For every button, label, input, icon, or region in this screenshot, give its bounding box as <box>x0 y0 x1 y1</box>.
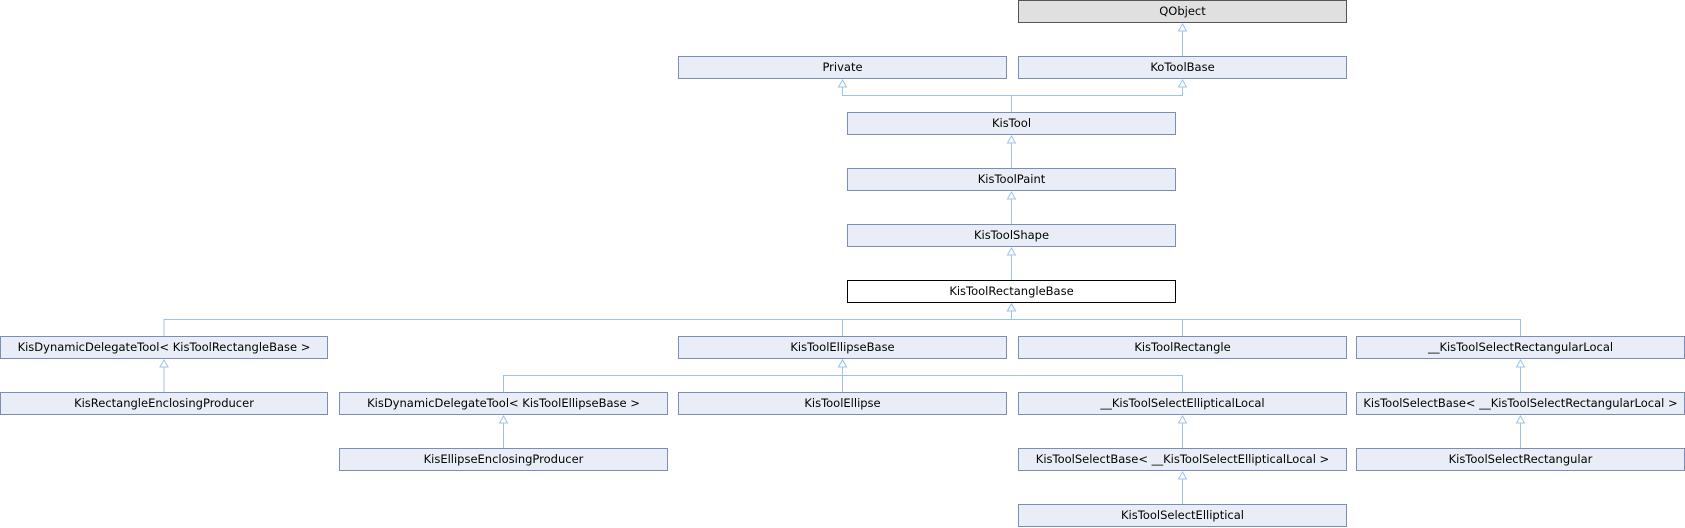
node-kistoolellipsebase[interactable]: KisToolEllipseBase <box>678 336 1007 359</box>
arrowhead-kistoolrectanglebase-to-kistoolshape <box>1006 246 1017 256</box>
edge-kistoolrectangle-to-kistoolrectanglebase <box>1011 310 1183 336</box>
arrowhead-kistoolselectbase-rect-to-kistoolselectrectangularlocal <box>1515 358 1526 368</box>
arrowhead-kisellipseenclosingproducer-to-kisdynamicdelegatetool-ellipse <box>498 414 509 424</box>
arrowhead-kistool-to-private <box>837 78 848 88</box>
node-kotoolbase[interactable]: KoToolBase <box>1018 56 1347 79</box>
arrowhead-kistoolselectrectangularlocal-to-kistoolrectanglebase <box>1006 302 1017 312</box>
arrowhead-kistoolselectrectangular-to-kistoolselectbase-rect <box>1515 414 1526 424</box>
edge-kistool-to-kotoolbase <box>1011 86 1183 112</box>
edge-kistoolselectellipticallocal-to-kistoolellipsebase <box>842 366 1183 392</box>
arrowhead-kistoolselectelliptical-to-kistoolselectbase-ellip <box>1177 470 1188 480</box>
arrowhead-kistoolselectellipticallocal-to-kistoolellipsebase <box>837 358 848 368</box>
node-kisellipseenclosingproducer[interactable]: KisEllipseEnclosingProducer <box>339 448 668 471</box>
node-kistoolselectbase-rectangularlocal[interactable]: KisToolSelectBase< __KisToolSelectRectan… <box>1356 392 1685 415</box>
node-private[interactable]: Private <box>678 56 1007 79</box>
arrowhead-kistoolpaint-to-kistool <box>1006 134 1017 144</box>
node-kisdynamicdelegatetool-ellipsebase[interactable]: KisDynamicDelegateTool< KisToolEllipseBa… <box>339 392 668 415</box>
arrowhead-kotoolbase-to-qobject <box>1177 22 1188 32</box>
node-kistoolselectelliptical[interactable]: KisToolSelectElliptical <box>1018 504 1347 527</box>
edge-kistool-to-private <box>842 86 1012 112</box>
edge-kisdynamicdelegatetool-ellipse-to-kistoolellipsebase <box>503 366 843 392</box>
edge-kistoolselectrectangularlocal-to-kistoolrectanglebase <box>1011 310 1521 336</box>
arrowhead-kistoolshape-to-kistoolpaint <box>1006 190 1017 200</box>
node-kistoolrectanglebase[interactable]: KisToolRectangleBase <box>847 280 1176 303</box>
edge-kistoolellipsebase-to-kistoolrectanglebase <box>842 310 1012 336</box>
node-kistoolselectrectangularlocal[interactable]: __KisToolSelectRectangularLocal <box>1356 336 1685 359</box>
node-kistool[interactable]: KisTool <box>847 112 1176 135</box>
node-kistoolpaint[interactable]: KisToolPaint <box>847 168 1176 191</box>
node-kistoolshape[interactable]: KisToolShape <box>847 224 1176 247</box>
edge-kisdynamicdelegatetool-rect-to-kistoolrectanglebase <box>163 310 1012 336</box>
node-kistoolselectbase-ellipticallocal[interactable]: KisToolSelectBase< __KisToolSelectEllipt… <box>1018 448 1347 471</box>
node-qobject[interactable]: QObject <box>1018 0 1347 23</box>
node-kistoolselectellipticallocal[interactable]: __KisToolSelectEllipticalLocal <box>1018 392 1347 415</box>
node-kistoolellipse[interactable]: KisToolEllipse <box>678 392 1007 415</box>
node-kistoolselectrectangular[interactable]: KisToolSelectRectangular <box>1356 448 1685 471</box>
node-kistoolrectangle[interactable]: KisToolRectangle <box>1018 336 1347 359</box>
node-kisdynamicdelegatetool-rectanglebase[interactable]: KisDynamicDelegateTool< KisToolRectangle… <box>0 336 328 359</box>
arrowhead-kistool-to-kotoolbase <box>1177 78 1188 88</box>
arrowhead-kistoolselectbase-ellip-to-kistoolselectellipticallocal <box>1177 414 1188 424</box>
arrowhead-kisrectangleenclosingproducer-to-kisdynamicdelegatetool-rect <box>159 358 169 368</box>
node-kisrectangleenclosingproducer[interactable]: KisRectangleEnclosingProducer <box>0 392 328 415</box>
